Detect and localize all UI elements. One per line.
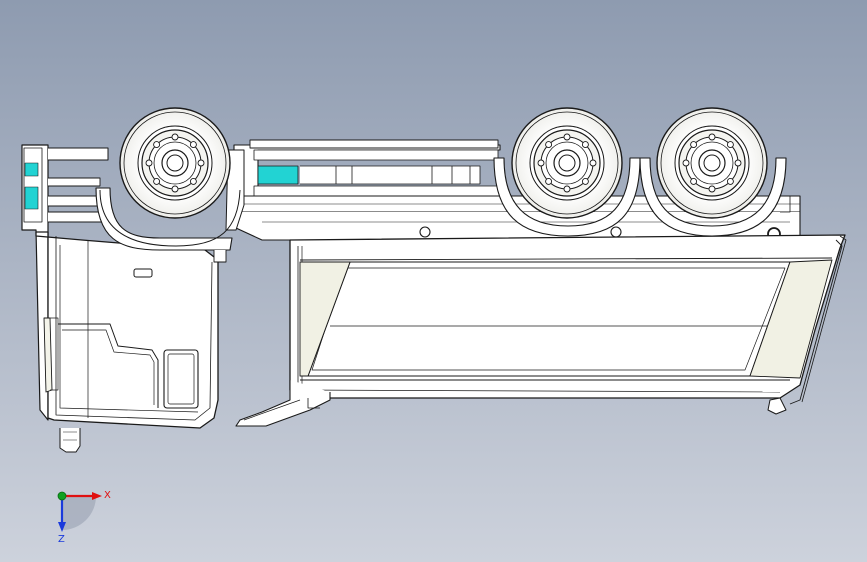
cab-marker-light (24, 162, 39, 177)
axis-triad-icon: X Z (57, 490, 111, 545)
rear-fenders (225, 149, 787, 237)
cargo-body[interactable] (235, 234, 847, 427)
cab-section[interactable] (21, 144, 233, 453)
cab-handle (133, 268, 153, 278)
frame-bolt (419, 226, 431, 238)
frame-bolt (610, 226, 622, 238)
cab-marker-light (24, 186, 39, 210)
rear-wheel-1[interactable] (511, 107, 623, 219)
x-axis-label: X (104, 490, 111, 501)
frame-highlight (257, 165, 299, 185)
rear-wheel-2[interactable] (656, 107, 768, 219)
truck-model-icon[interactable] (21, 107, 847, 453)
cab-door-window (163, 349, 199, 409)
front-fender (95, 187, 233, 251)
cargo-side-panel (307, 261, 791, 377)
z-axis-label: Z (58, 534, 65, 545)
front-wheel[interactable] (119, 107, 231, 219)
